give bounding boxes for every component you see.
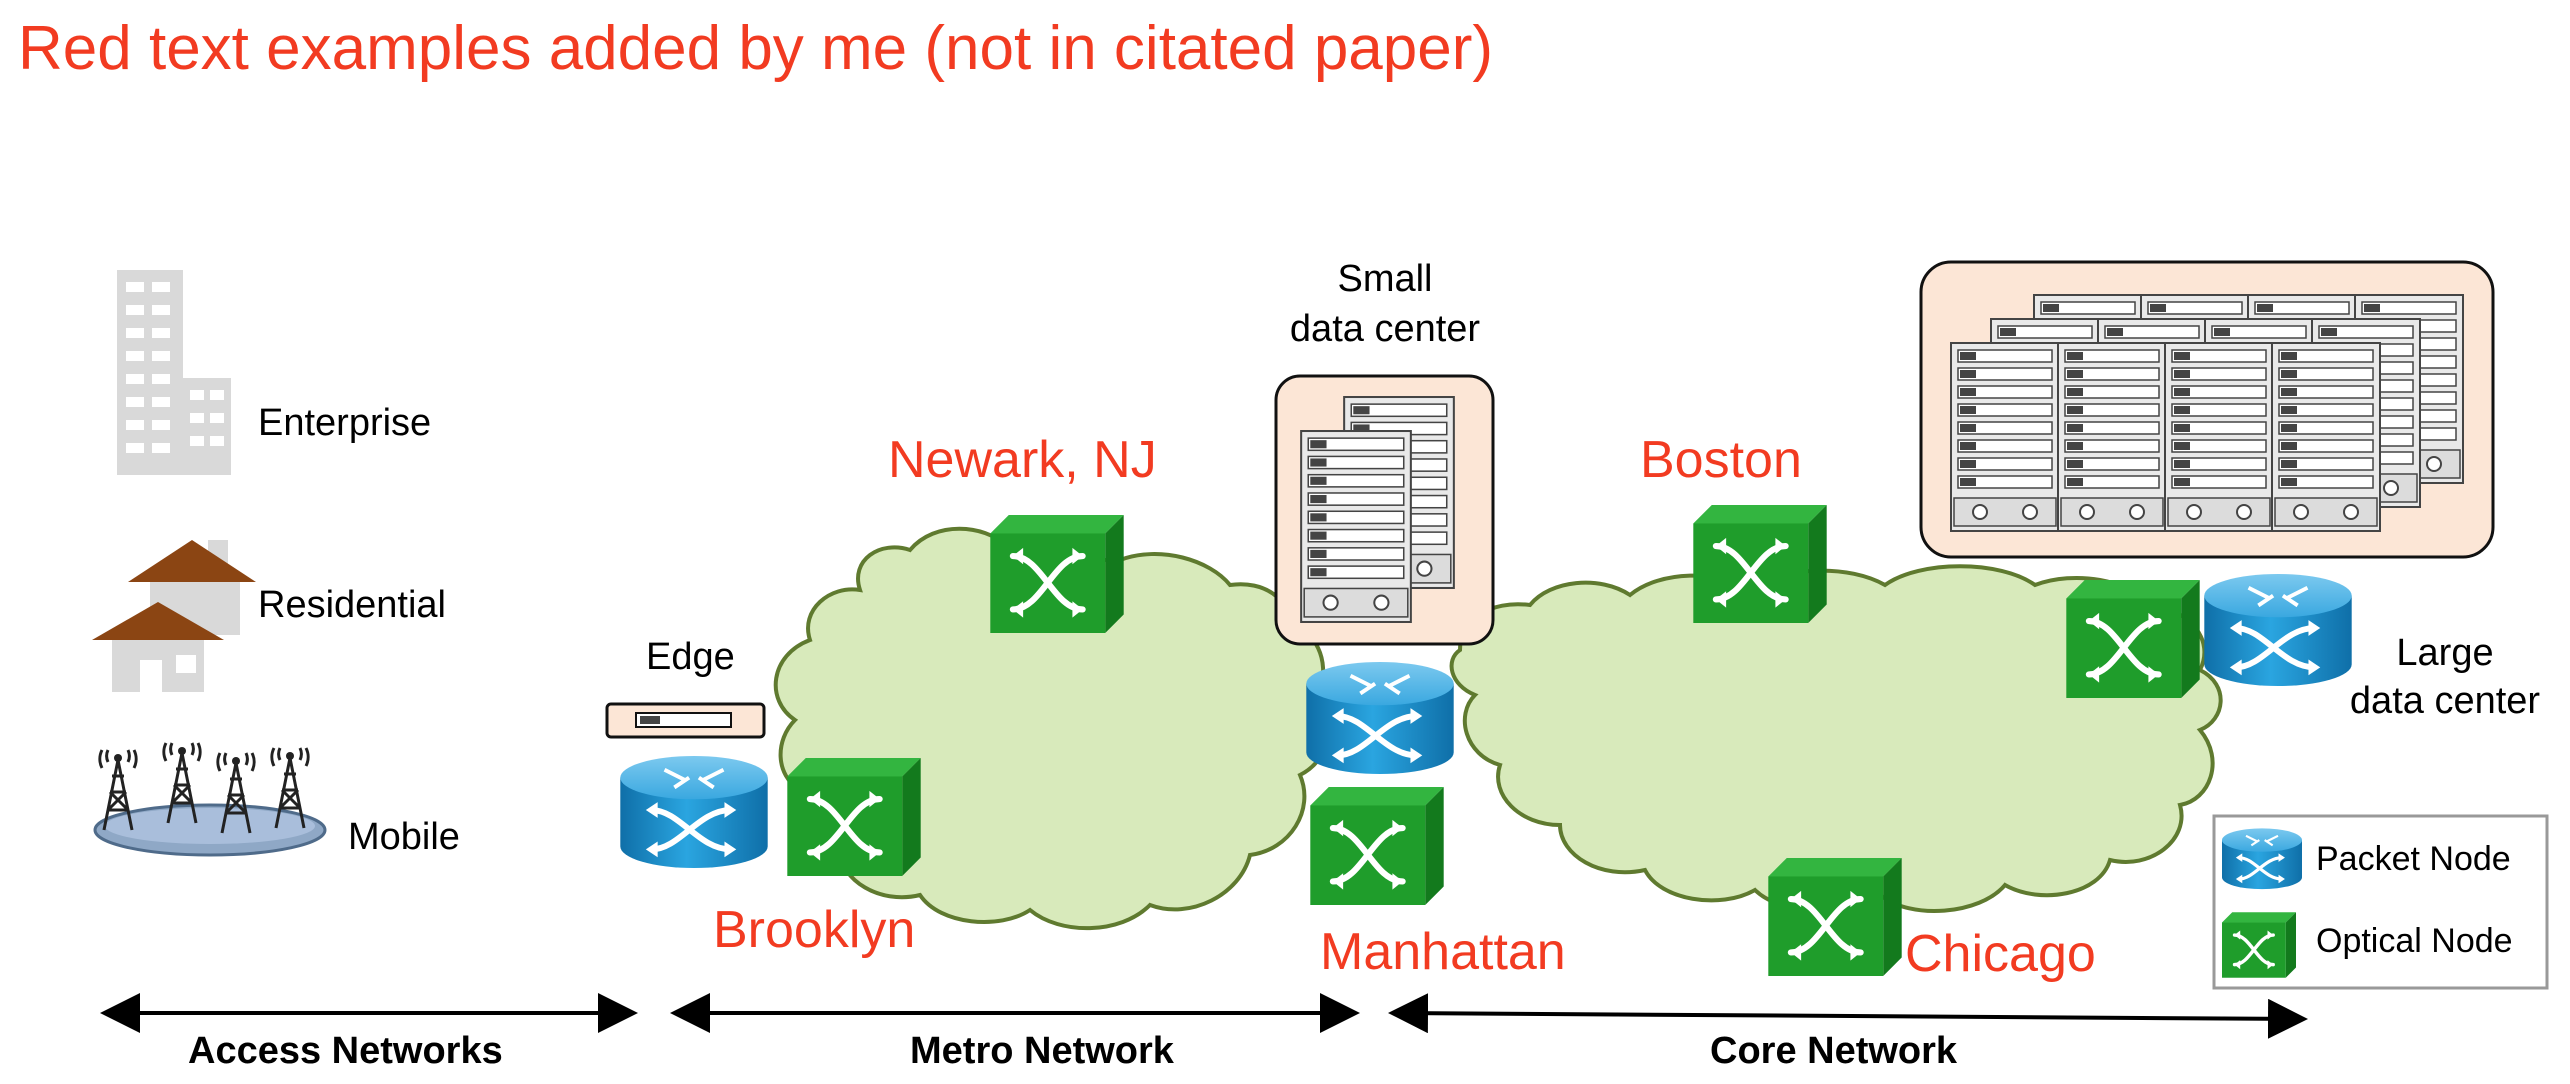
edge-label: Edge [646, 636, 735, 678]
optical-node-icon [2222, 912, 2296, 978]
mobile-label: Mobile [348, 816, 460, 858]
city-newark: Newark, NJ [888, 431, 1157, 489]
legend [2212, 814, 2549, 990]
large-dc-label-line1: Large [2396, 632, 2494, 674]
small-dc-label-line2: data center [1289, 308, 1481, 350]
section-core: Core Network [1710, 1030, 1958, 1072]
house-icon [92, 540, 256, 692]
large-dc-label-line2: data center [2349, 680, 2541, 722]
cell-tower-icon [93, 741, 327, 857]
section-access: Access Networks [188, 1030, 503, 1072]
header-note: Red text examples added by me (not in ci… [18, 14, 1494, 83]
optical-node-icon-chicago [1768, 858, 1901, 976]
optical-node-icon-manhattan [1310, 787, 1443, 905]
legend-packet-label: Packet Node [2316, 840, 2511, 878]
packet-node-icon-edge [620, 756, 767, 868]
packet-node-icon-manhattan [1306, 662, 1453, 774]
section-metro: Metro Network [910, 1030, 1174, 1072]
optical-node-icon-boston [1693, 505, 1826, 623]
section-arrows [100, 993, 2308, 1039]
optical-node-icon-brooklyn [787, 758, 920, 876]
optical-node-icon-newark [990, 515, 1123, 633]
small-dc-label-line1: Small [1337, 258, 1433, 300]
packet-node-icon [2222, 828, 2302, 890]
small-data-center [1274, 374, 1495, 646]
residential-label: Residential [258, 584, 446, 626]
building-icon [117, 270, 231, 475]
legend-optical-label: Optical Node [2316, 922, 2513, 960]
city-manhattan: Manhattan [1320, 923, 1566, 981]
packet-node-icon-large-dc [2204, 574, 2351, 686]
enterprise-label: Enterprise [258, 402, 432, 444]
city-chicago: Chicago [1905, 925, 2096, 983]
edge-server-icon [605, 702, 766, 739]
city-brooklyn: Brooklyn [713, 901, 916, 959]
server-rack-icon [1300, 430, 1412, 623]
city-boston: Boston [1640, 431, 1802, 489]
large-data-center [1919, 260, 2495, 559]
optical-node-icon-large-dc [2066, 580, 2199, 698]
